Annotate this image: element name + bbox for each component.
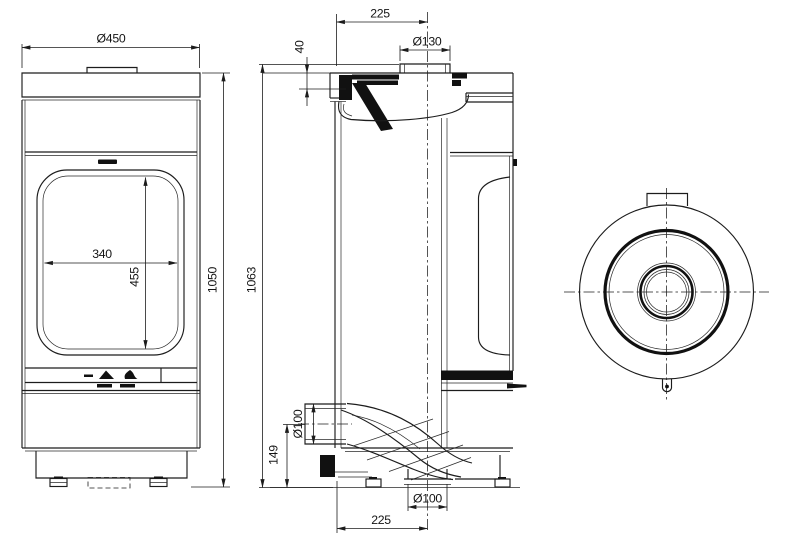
dim-glass-width: 340 [92, 247, 112, 261]
side-view [270, 12, 527, 532]
air-ignition-icon [99, 370, 114, 379]
door-glass-outer [36, 169, 185, 356]
dim-total-height: 1063 [245, 266, 259, 293]
front-top-cap [86, 66, 138, 73]
top-plate-ring [603, 228, 730, 356]
top-view [564, 188, 769, 401]
intake-duct [340, 402, 473, 485]
air-minus-icon [84, 374, 93, 377]
rear-bracket-tab [646, 192, 689, 206]
dim-outlet-height: 149 [267, 445, 281, 465]
plinth-section [320, 455, 335, 477]
air-flame-icon [124, 370, 138, 379]
side-feet [365, 477, 511, 488]
door-glass-inner [42, 175, 179, 350]
air-control-row [25, 367, 197, 388]
hidden-bottom-outlet [87, 477, 131, 489]
flue-collar-circle [639, 264, 694, 320]
dim-outlet-offset-bottom: 225 [371, 513, 391, 527]
rear-intake-stub [298, 403, 352, 445]
air-slider-tab [120, 384, 135, 388]
section-fill [339, 72, 467, 131]
dim-flue-diameter: Ø130 [413, 35, 442, 49]
door-handle-knob [661, 378, 673, 393]
dim-front-width: Ø450 [97, 32, 126, 46]
door-handle [507, 383, 527, 389]
cast-top-profile [337, 94, 470, 122]
body-outline-circle [578, 204, 755, 380]
dim-rear-outlet-diameter: Ø100 [291, 409, 305, 438]
brand-logo [98, 159, 117, 164]
door-hinge-mark [513, 159, 517, 166]
air-slider-tab [97, 384, 112, 388]
top-view-centerlines [564, 188, 769, 401]
dim-body-height: 1050 [206, 266, 220, 293]
dim-flue-offset-top: 225 [370, 7, 390, 21]
dim-top-plate-drop: 40 [293, 40, 307, 54]
front-plinth [35, 451, 188, 479]
front-feet [49, 476, 168, 488]
dim-bottom-outlet-diameter: Ø100 [413, 492, 442, 506]
dim-glass-height: 455 [128, 267, 142, 287]
door-recess-profile [477, 176, 511, 356]
front-view [21, 66, 201, 489]
control-band-section [441, 370, 513, 380]
flue-collar [399, 63, 451, 73]
side-view-dimensions: 225 Ø130 40 Ø100 149 Ø100 225 [263, 7, 451, 533]
